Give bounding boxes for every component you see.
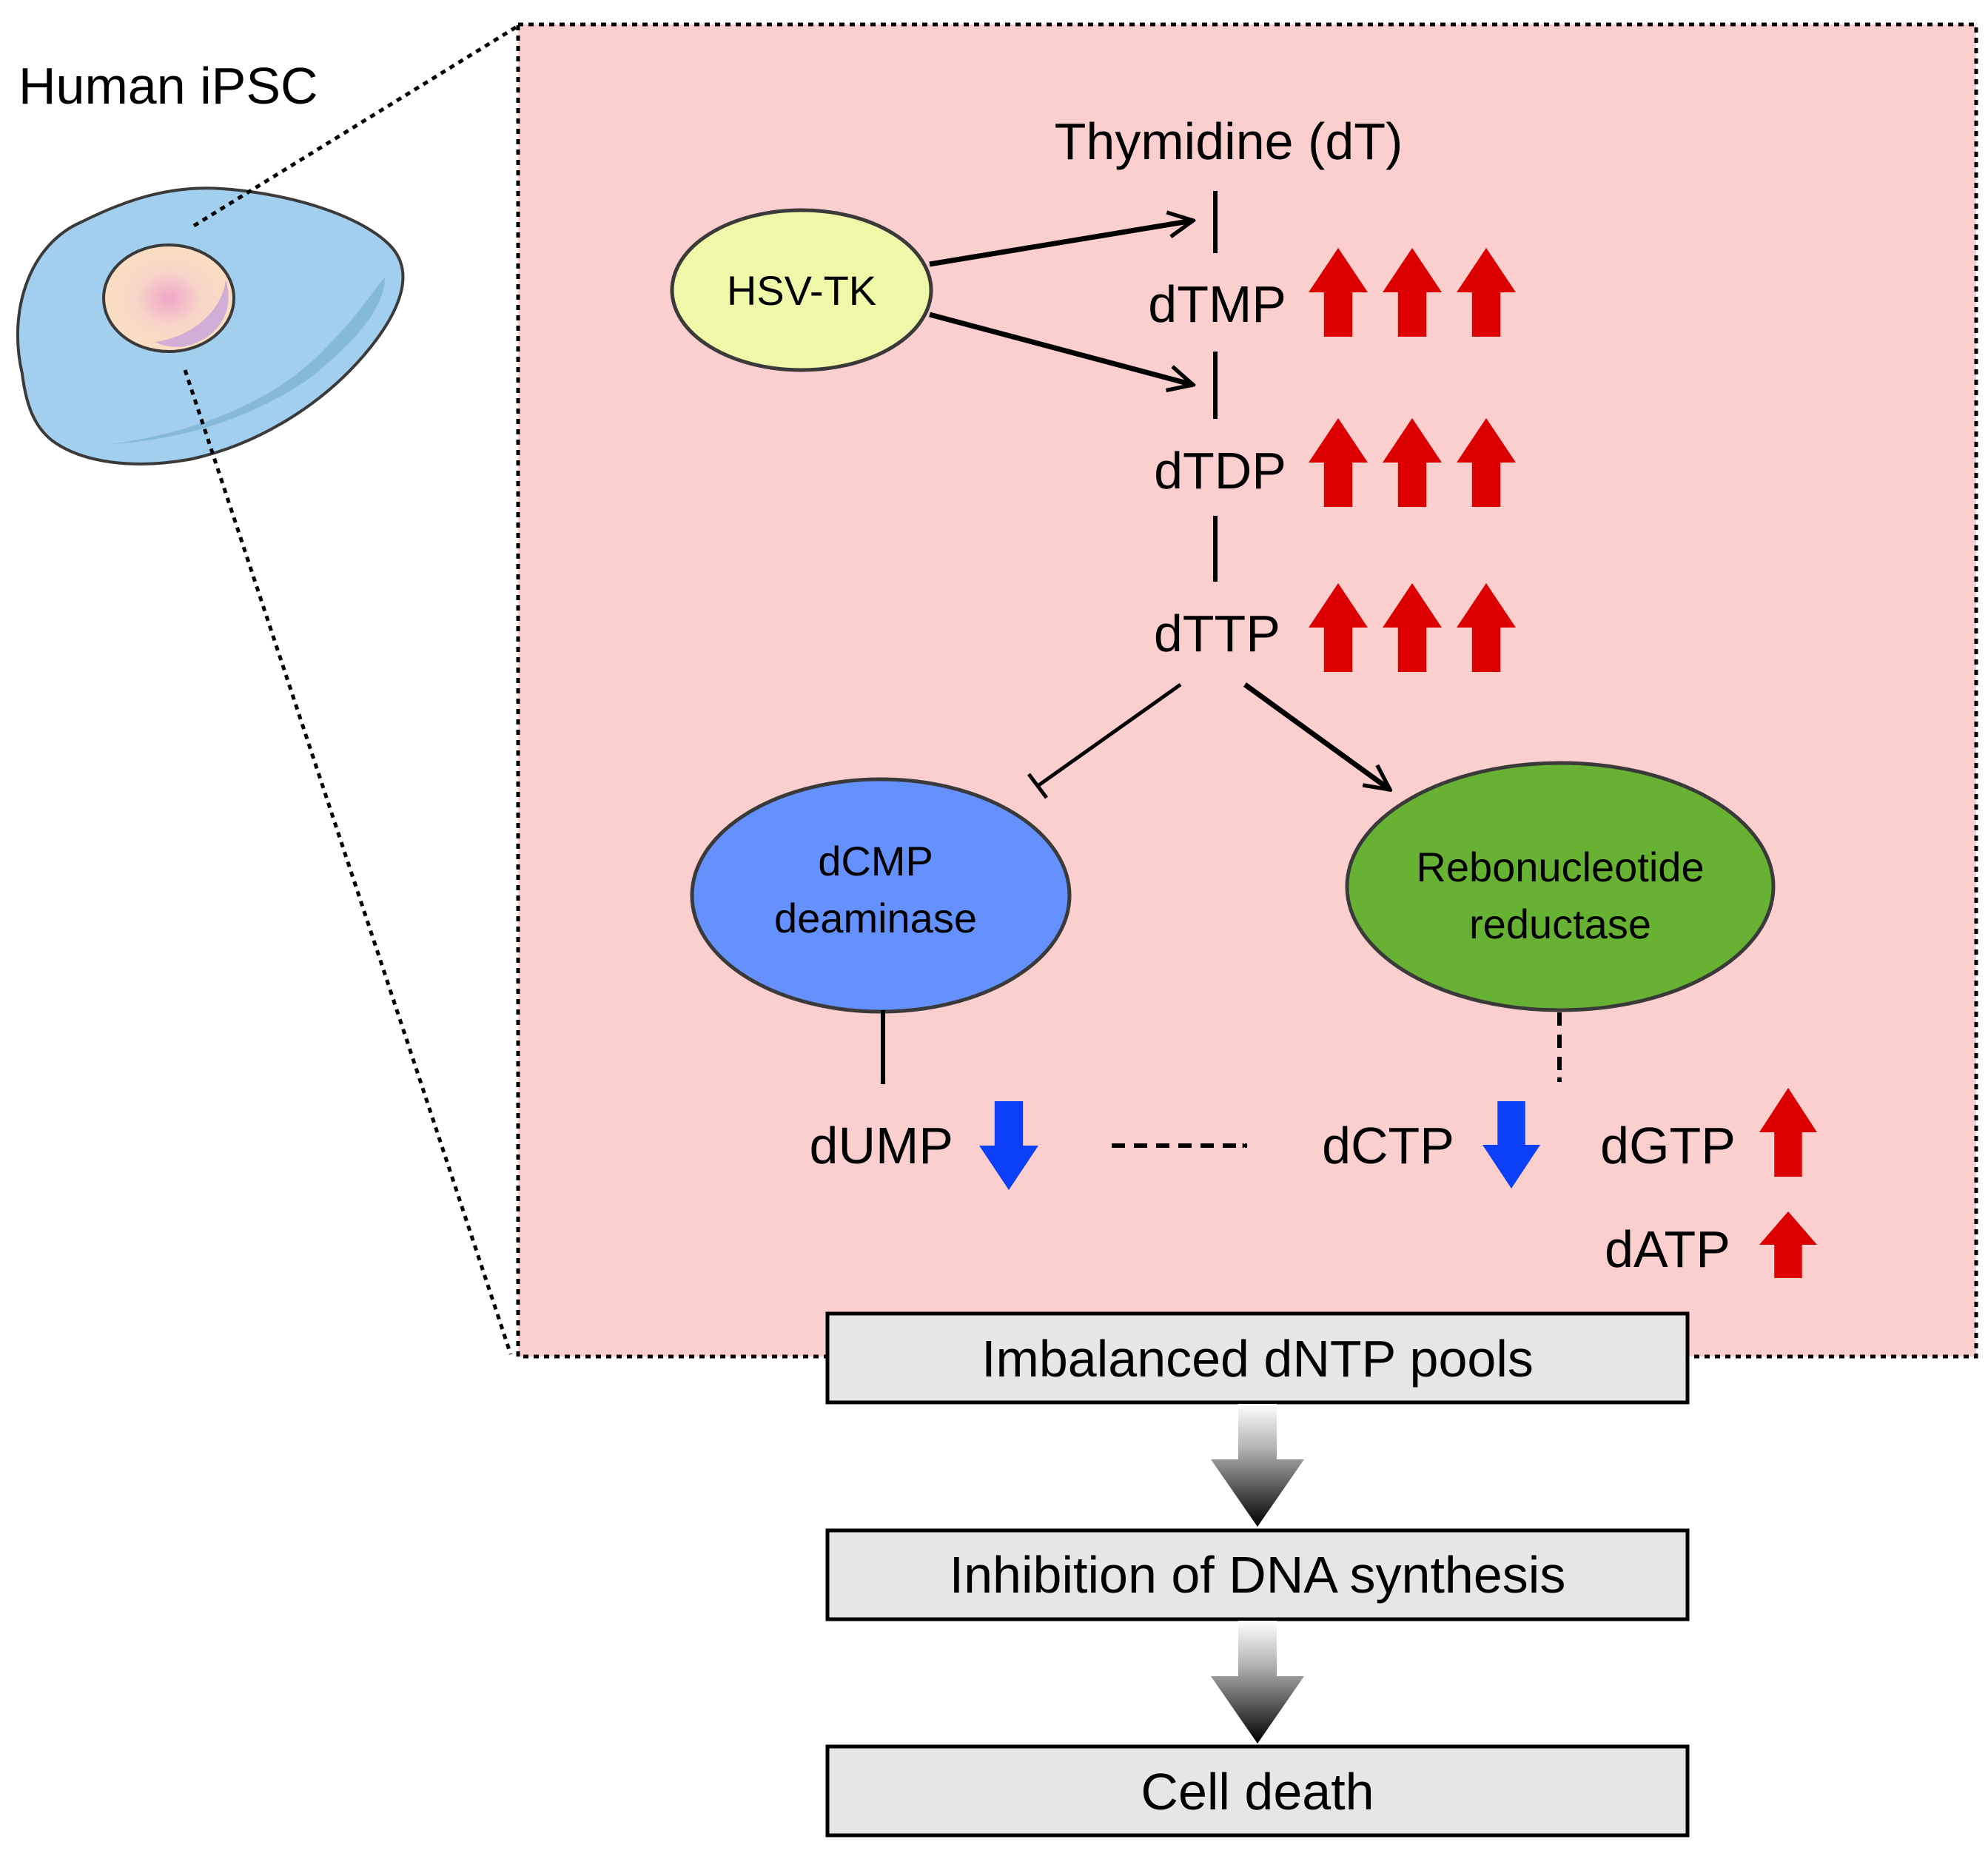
dgtp-label: dGTP xyxy=(1600,1117,1736,1174)
arrow-hsvtk-to-dtdp-step xyxy=(929,312,1193,385)
dtmp-increase-arrow-icon xyxy=(1457,248,1516,337)
reductase-label-line1: Rebonucleotide xyxy=(1416,844,1704,890)
dtdp-increase-arrow-icon xyxy=(1309,418,1368,507)
dtmp-increase-arrow-icon xyxy=(1309,248,1368,337)
inhibition-dttp-to-dcmp-deaminase xyxy=(1036,682,1182,788)
outcome-box-cell-death xyxy=(825,1744,1690,1838)
dcmp-deaminase-label-line1: dCMP xyxy=(818,838,933,884)
dttp-increase-arrow-icon xyxy=(1383,583,1442,672)
thymidine-label: Thymidine (dT) xyxy=(1055,112,1403,170)
dtdp-label: dTDP xyxy=(1154,442,1286,500)
cascade-arrow-2 xyxy=(1211,1621,1304,1744)
dtdp-increase-arrow-icon xyxy=(1457,418,1516,507)
reductase-label-line2: reductase xyxy=(1469,901,1651,947)
dcmp-deaminase-label-line2: deaminase xyxy=(774,895,977,941)
cell-shadow xyxy=(111,278,385,444)
cell-label: Human iPSC xyxy=(19,57,318,115)
dtmp-increase-arrow-icon xyxy=(1383,248,1442,337)
arrow-hsvtk-to-dtmp-step xyxy=(929,221,1193,267)
dttp-label: dTTP xyxy=(1154,605,1280,662)
outcome-dna-synthesis-text: Inhibition of DNA synthesis xyxy=(950,1546,1566,1604)
datp-increase-arrow-icon xyxy=(1759,1211,1817,1278)
dtdp-increase-arrow-icon xyxy=(1383,418,1442,507)
zoom-line-top xyxy=(192,24,520,228)
dttp-increase-arrow-icon xyxy=(1457,583,1516,672)
dgtp-increase-arrow-icon xyxy=(1759,1088,1817,1177)
hsvtk-enzyme xyxy=(670,208,933,372)
zoom-line-bottom xyxy=(183,369,513,1355)
dctp-label: dCTP xyxy=(1322,1117,1454,1174)
dttp-increase-arrow-icon xyxy=(1309,583,1368,672)
datp-label: dATP xyxy=(1605,1220,1730,1278)
dump-decrease-arrow-icon xyxy=(979,1101,1038,1190)
dump-label: dUMP xyxy=(810,1117,953,1174)
cell-nucleus xyxy=(102,243,235,353)
outcome-cell-death-text: Cell death xyxy=(1141,1763,1374,1821)
cascade-arrow-1 xyxy=(1211,1404,1304,1527)
hsvtk-label: HSV-TK xyxy=(727,267,876,314)
reductase-enzyme xyxy=(1345,761,1776,1012)
level-indicators xyxy=(979,248,1817,1278)
outcome-box-dna-synthesis xyxy=(825,1528,1690,1621)
dctp-decrease-arrow-icon xyxy=(1482,1101,1540,1189)
outcome-imbalanced-pools-text: Imbalanced dNTP pools xyxy=(981,1330,1534,1388)
inhibition-bar xyxy=(1027,773,1048,799)
outcome-box-imbalanced-pools xyxy=(825,1311,1690,1405)
dtmp-label: dTMP xyxy=(1148,275,1286,333)
nucleolus-crescent xyxy=(155,280,229,347)
arrow-dttp-to-reductase xyxy=(1243,682,1390,790)
